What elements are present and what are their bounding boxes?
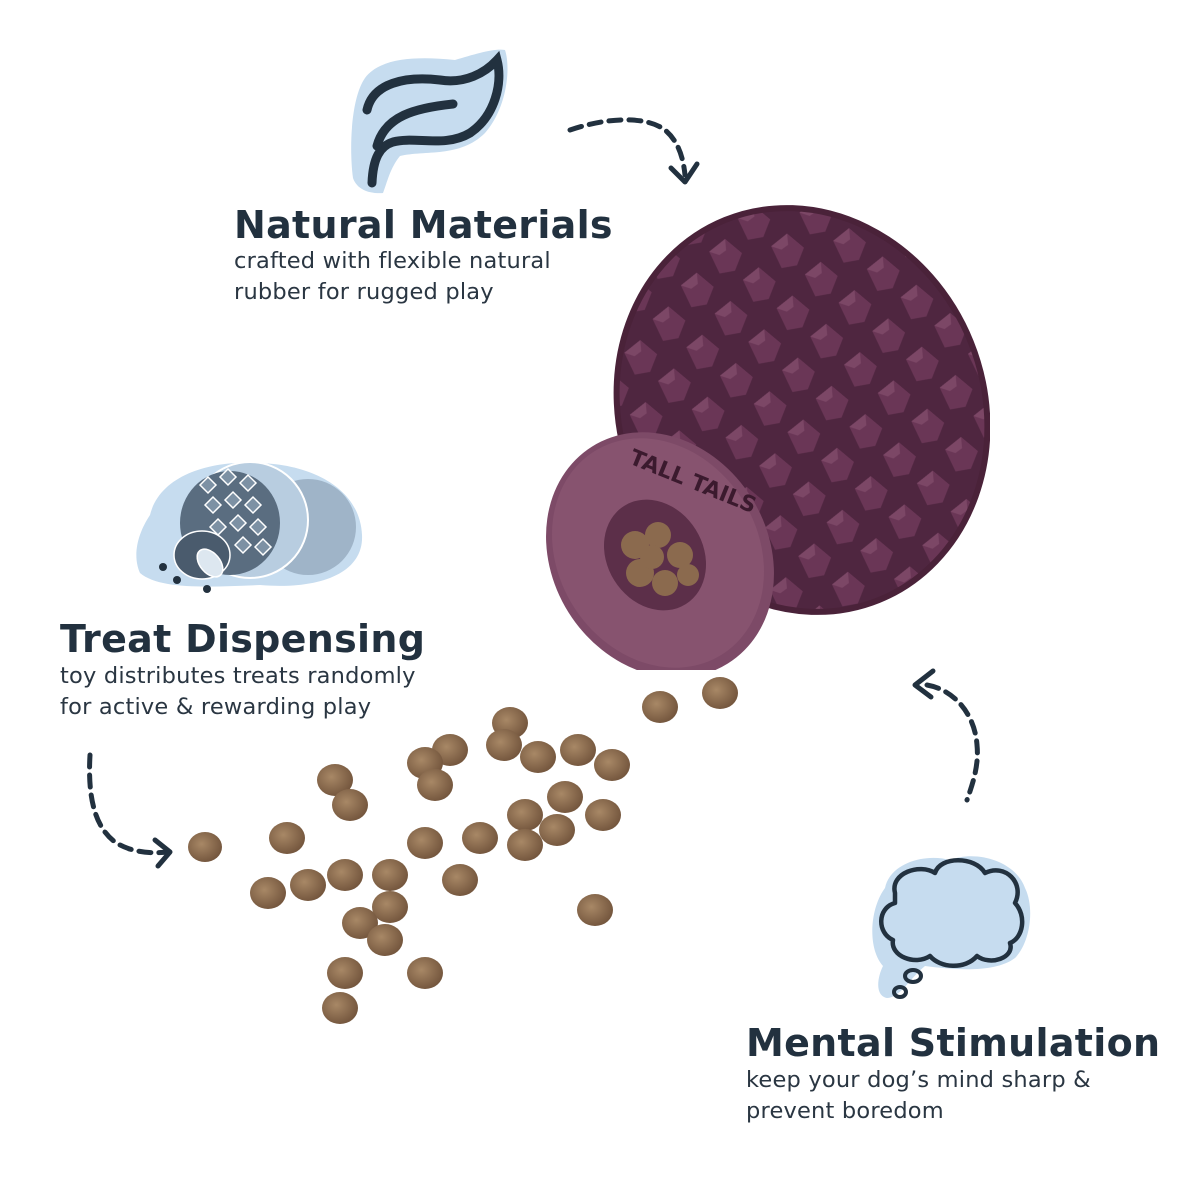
natural-materials-description: crafted with flexible natural rubber for…	[234, 246, 551, 308]
thought-bubble-icon	[865, 848, 1035, 1003]
description-line: crafted with flexible natural	[234, 248, 551, 274]
description-line: rubber for rugged play	[234, 279, 494, 305]
arrow-to-treats-icon	[80, 750, 180, 875]
arrow-to-toy-icon	[565, 110, 710, 190]
leaf-icon	[345, 38, 510, 196]
treat-toy-icon	[130, 455, 365, 595]
description-line: keep your dog’s mind sharp &	[746, 1067, 1091, 1093]
arrow-to-toy-from-bubble-icon	[905, 665, 990, 805]
mental-stimulation-title: Mental Stimulation	[746, 1021, 1161, 1065]
description-line: prevent boredom	[746, 1098, 944, 1124]
scattered-treats	[180, 675, 750, 1035]
treat-dispensing-title: Treat Dispensing	[60, 617, 426, 661]
treat-dispensing-description: toy distributes treats randomly for acti…	[60, 661, 416, 723]
description-line: for active & rewarding play	[60, 694, 372, 720]
description-line: toy distributes treats randomly	[60, 663, 416, 689]
natural-materials-title: Natural Materials	[234, 203, 613, 247]
pinecone-toy-image: TALL TAILS	[540, 195, 990, 670]
mental-stimulation-description: keep your dog’s mind sharp & prevent bor…	[746, 1065, 1091, 1127]
